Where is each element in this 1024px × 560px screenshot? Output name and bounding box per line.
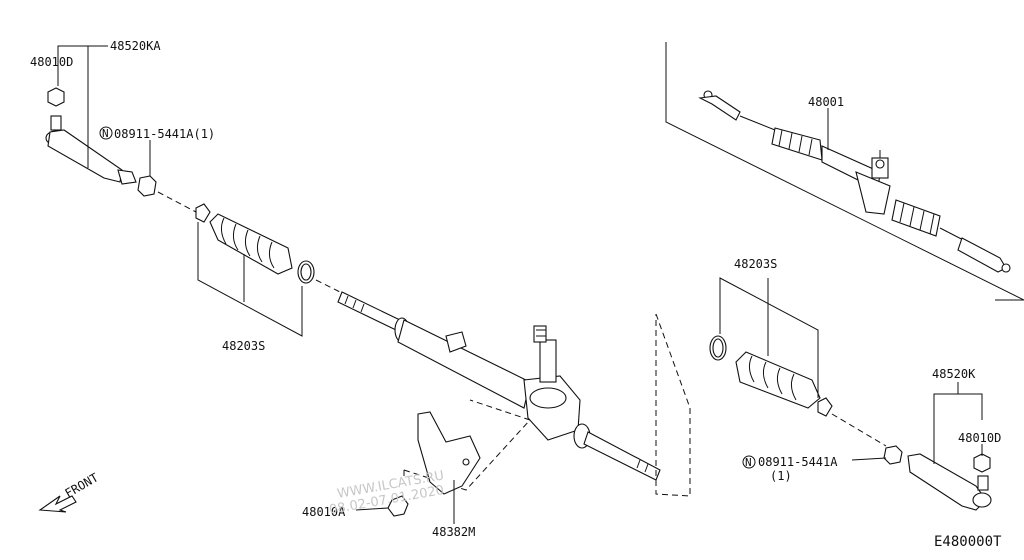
mounting-bracket-48382M: [355, 411, 481, 524]
right-boot-kit-48203S: [709, 277, 833, 417]
diagram-code: E480000T: [934, 534, 1002, 550]
label-48203S-right: 48203S: [734, 257, 777, 271]
label-48382M: 48382M: [432, 525, 475, 539]
label-48520KA: 48520KA: [110, 39, 161, 53]
svg-text:N: N: [102, 127, 109, 140]
front-arrow: [38, 495, 77, 513]
n-marker-right: N: [742, 455, 756, 469]
label-front: FRONT: [63, 470, 101, 500]
left-tie-rod-end-48520KA: [45, 45, 157, 197]
label-48010D-top: 48010D: [30, 55, 73, 69]
label-48001: 48001: [808, 95, 844, 109]
label-08911-top: 08911-5441A(1): [114, 127, 215, 141]
label-08911-right: 08911-5441A: [758, 455, 838, 469]
label-48203S-left: 48203S: [222, 339, 265, 353]
right-tie-rod-end-48520K: [851, 382, 992, 511]
left-boot-kit-48203S: [195, 203, 315, 337]
label-48010D-right: 48010D: [958, 431, 1001, 445]
n-marker-top: N: [99, 126, 113, 140]
inset-assembly-48001: [665, 42, 1024, 301]
main-rack-assembly: [337, 291, 661, 481]
svg-text:N: N: [745, 456, 752, 469]
label-48010A: 48010A: [302, 505, 346, 519]
label-08911-right-qty: (1): [770, 469, 792, 483]
label-48520K: 48520K: [932, 367, 976, 381]
